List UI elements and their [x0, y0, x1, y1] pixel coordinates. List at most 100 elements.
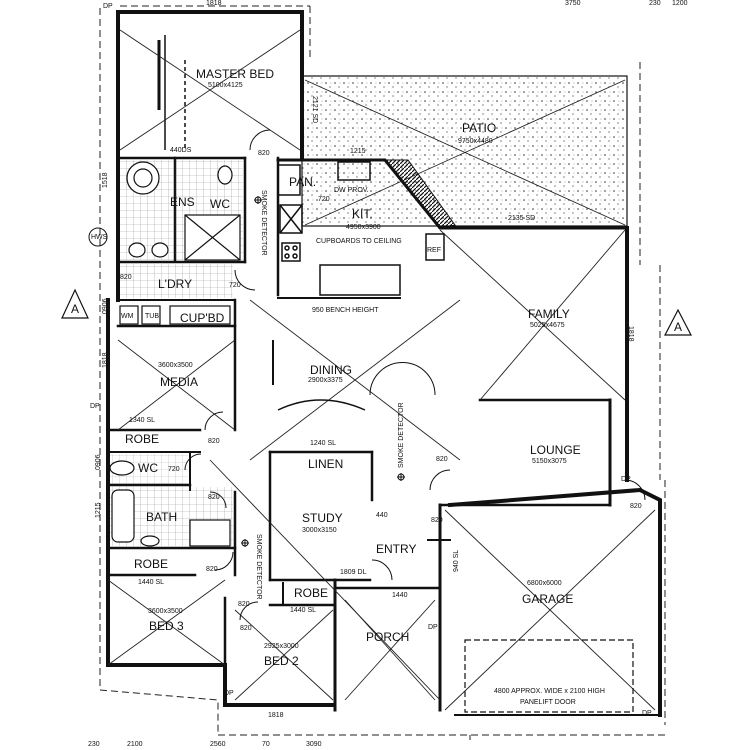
dim-720-a: 720	[318, 196, 330, 203]
room-label-porch: PORCH	[366, 630, 410, 644]
section-mark-right: A	[674, 320, 683, 334]
dim-bot-2100: 2100	[127, 741, 143, 748]
garage-door	[464, 639, 634, 713]
laundry-fixtures	[119, 305, 231, 325]
room-label-bed2: BED 2	[264, 654, 299, 668]
dim-1440-e: 1440	[392, 592, 408, 599]
smoke-detector-label-3: SMOKE DETECTOR	[255, 534, 262, 600]
dim-440: 440	[376, 512, 388, 519]
ensuite-fixtures	[126, 161, 241, 261]
master-wardrobe	[157, 35, 186, 150]
dim-entry-1809: 1809 DL	[340, 569, 367, 576]
dim-bot-1818: 1818	[268, 712, 284, 719]
room-label-linen: LINEN	[308, 457, 344, 471]
smoke-detector-label-2: SMOKE DETECTOR	[398, 402, 405, 468]
room-label-laundry: L'DRY	[158, 277, 193, 291]
section-mark-left: A	[71, 302, 80, 316]
dim-bot-dp: DP	[224, 690, 234, 697]
dim-top-3750: 3750	[565, 0, 581, 7]
dim-820-l: 820	[120, 274, 132, 281]
hws-circle	[88, 227, 108, 247]
room-label-garage: GARAGE	[522, 592, 574, 606]
dim-1215-a: 1215	[350, 148, 366, 155]
dim-top-dp: DP	[103, 3, 113, 10]
ceiling-diagonals	[107, 29, 656, 711]
room-size-bed2: 2925x3000	[264, 643, 299, 650]
dw-prov-label: DW PROV.	[334, 187, 369, 194]
room-label-master-bed: MASTER BED	[196, 67, 275, 81]
dim-garage-820: 820	[630, 503, 642, 510]
room-label-family: FAMILY	[528, 307, 570, 321]
dim-left-1518: 1518	[102, 172, 109, 188]
setout-lines	[99, 5, 666, 740]
walls	[106, 10, 662, 717]
dim-820-bath: 820	[208, 494, 220, 501]
room-label-cupboard: CUP'BD	[180, 311, 225, 325]
room-size-family: 5025x4675	[530, 322, 565, 329]
dim-820-e: 820	[431, 517, 443, 524]
dim-820-m: 820	[208, 438, 220, 445]
dim-1440-b3: 1440 SL	[138, 579, 165, 586]
smoke-detector-label-1: SMOKE DETECTOR	[260, 190, 267, 256]
dim-bot-3090: 3090	[306, 741, 322, 748]
doors	[184, 129, 646, 621]
room-label-dining: DINING	[310, 363, 352, 377]
ref-label: REF	[427, 247, 441, 254]
garage-door-label-2: PANELIFT DOOR	[520, 699, 576, 706]
kitchen-benches	[277, 161, 445, 296]
bathroom-fixtures	[109, 460, 231, 547]
dim-patio-2135: 2135 SD	[508, 215, 536, 222]
dim-wc-720: 720	[168, 466, 180, 473]
smoke-detector-icons	[241, 196, 405, 547]
dim-top-1818: 1818	[206, 0, 222, 7]
dim-820-b2: 820	[240, 625, 252, 632]
room-label-patio: PATIO	[462, 121, 497, 135]
kitchen-note: CUPBOARDS TO CEILING	[316, 238, 402, 245]
dim-left-0906a: 0906	[102, 298, 109, 314]
dim-1440-b2: 1440 SL	[290, 607, 317, 614]
dim-mbed-440: 440DS	[170, 147, 192, 154]
dim-right-1818: 1818	[627, 326, 634, 342]
dim-820-a: 820	[258, 150, 270, 157]
room-label-kitchen: KIT.	[352, 207, 373, 221]
room-size-lounge: 5150x3075	[532, 458, 567, 465]
dim-820-bath2: 820	[206, 566, 218, 573]
dim-garage-940: 940 SL	[453, 549, 460, 572]
room-label-robe-bed3: ROBE	[134, 557, 169, 571]
room-size-patio: 9750x4480	[458, 138, 493, 145]
dim-left-0906b: 0906	[95, 454, 102, 470]
laundry-floor	[120, 264, 233, 298]
dim-left-1215: 1215	[95, 502, 102, 518]
dim-bot-230: 230	[88, 741, 100, 748]
room-label-ensuite: ENS	[170, 195, 195, 209]
dim-top-1200: 1200	[672, 0, 688, 7]
dim-bot-2560: 2560	[210, 741, 226, 748]
dim-720-l: 720	[229, 282, 241, 289]
dim-left-dp: DP	[90, 403, 100, 410]
dining-bay-window	[277, 399, 366, 411]
bench-height-label: 950 BENCH HEIGHT	[312, 307, 379, 314]
room-label-lounge: LOUNGE	[530, 443, 581, 457]
room-label-media: MEDIA	[160, 375, 199, 389]
room-label-robe-media: ROBE	[125, 432, 160, 446]
room-size-study: 3000x3150	[302, 527, 337, 534]
dim-dining-1240: 1240 SL	[310, 440, 337, 447]
tub-label: TUB	[145, 313, 159, 320]
dim-left-1818: 1818	[102, 352, 109, 368]
dim-media-1340: 1340 SL	[129, 417, 156, 424]
room-label-robe-bed2: ROBE	[294, 586, 329, 600]
room-label-study: STUDY	[302, 511, 343, 525]
room-size-master-bed: 5100x4125	[208, 82, 243, 89]
hws-label: HWS	[91, 234, 108, 241]
dim-820-linen: 820	[436, 456, 448, 463]
room-label-entry: ENTRY	[376, 542, 417, 556]
dim-bot-70: 70	[262, 741, 270, 748]
dim-top-230: 230	[649, 0, 661, 7]
kitchen-hatched-bench	[383, 159, 456, 229]
dim-right-dp: DP	[621, 476, 631, 483]
dim-dp-porch: DP	[428, 624, 438, 631]
room-label-pantry: PAN.	[289, 175, 317, 189]
room-size-garage: 6800x6000	[527, 580, 562, 587]
room-size-kitchen: 4950x3900	[346, 224, 381, 231]
